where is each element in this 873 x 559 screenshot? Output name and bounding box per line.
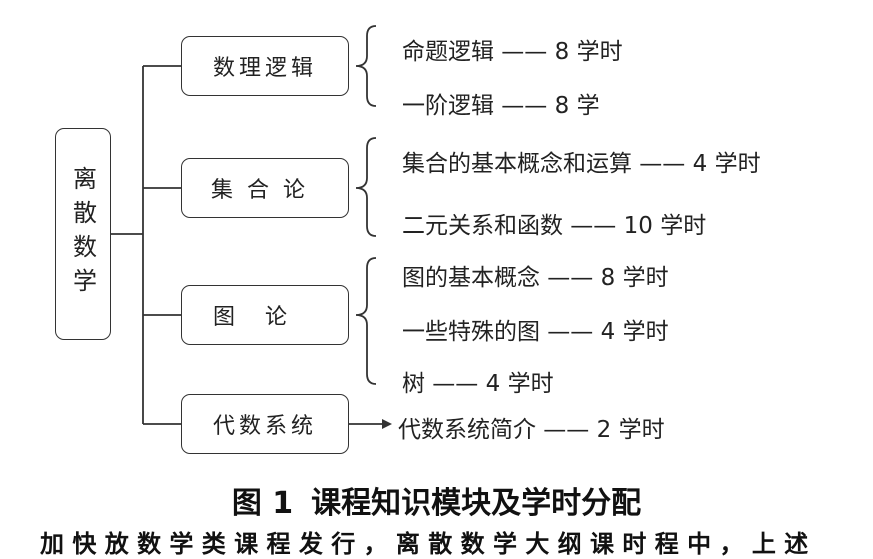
- topic-first-order-logic: 一阶逻辑 —— 8 学: [402, 93, 600, 119]
- course-module-diagram: 离散数学 数理逻辑 集合论 图论 代数系统 命题逻辑 —— 8 学时 一阶逻辑 …: [55, 25, 761, 454]
- brace-set: [355, 137, 377, 237]
- topic-trees: 树 —— 4 学时: [402, 371, 554, 397]
- figure-caption: 图 1 课程知识模块及学时分配: [0, 478, 873, 522]
- topic-graph-basics: 图的基本概念 —— 8 学时: [402, 265, 669, 291]
- arrow-head: [382, 419, 392, 429]
- brace-graph: [355, 257, 377, 385]
- topic-set-basics: 集合的基本概念和运算 —— 4 学时: [402, 151, 761, 177]
- body-text-cutoff: 加 快 放 数 学 类 课 程 发 行 ， 离 散 数 学 大 纲 课 时 程 …: [40, 530, 809, 558]
- topic-relations-functions: 二元关系和函数 —— 10 学时: [402, 213, 707, 239]
- module-logic: 数理逻辑: [181, 36, 349, 96]
- brace-logic: [355, 25, 377, 107]
- connector-lines: [111, 25, 392, 429]
- root-node: 离散数学: [55, 128, 111, 340]
- module-set-theory: 集合论: [181, 158, 349, 218]
- topic-propositional-logic: 命题逻辑 —— 8 学时: [402, 39, 623, 65]
- figure-title: 课程知识模块及学时分配: [311, 486, 642, 521]
- figure-label: 图 1: [231, 486, 294, 521]
- topic-algebra-intro: 代数系统简介 —— 2 学时: [398, 417, 665, 443]
- module-graph-theory: 图论: [181, 285, 349, 345]
- module-algebra: 代数系统: [181, 394, 349, 454]
- topic-special-graphs: 一些特殊的图 —— 4 学时: [402, 319, 669, 345]
